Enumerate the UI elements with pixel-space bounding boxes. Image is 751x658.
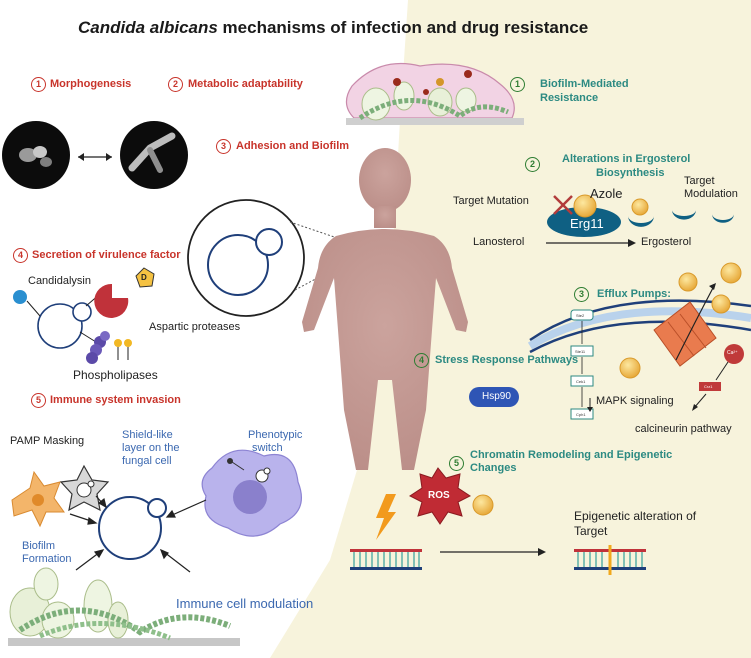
cascade-cph1: Cph1 [576, 412, 586, 417]
morphogenesis-switch-arrow [78, 153, 112, 161]
hsp90-label: Hsp90 [482, 391, 511, 402]
virulence-yeast-cell [26, 293, 101, 349]
target-modulation-enzymes [628, 198, 734, 227]
adhesion-biofilm-label: Adhesion and Biofilm [236, 140, 350, 152]
morphogenesis-yeast-image [2, 121, 70, 189]
infection-number-1: 1 [31, 77, 46, 92]
phospholipases-label: Phospholipases [73, 368, 158, 382]
dna-after [574, 545, 646, 575]
morphogenesis-hyphae-image [120, 121, 188, 189]
infection-number-2: 2 [168, 77, 183, 92]
biofilm-formation-line-1: Biofilm [22, 540, 56, 552]
target-mutation-label: Target Mutation [453, 195, 529, 207]
efflux-pump [653, 283, 717, 367]
d-badge-label: D [141, 273, 147, 282]
resistance-number-3: 3 [574, 287, 589, 302]
ergosterol-label: Ergosterol [641, 236, 692, 248]
immune-cell-modulation-label: Immune cell modulation [176, 596, 314, 611]
resistance-number-2: 2 [525, 157, 540, 172]
shield-label-line-2: layer on the [122, 442, 180, 454]
candidalysin-molecule [13, 290, 27, 304]
epigenetic-azole-ball [472, 494, 494, 516]
cascade-cek1: Cek1 [576, 379, 586, 384]
biofilm-resistance-line-1: Biofilm-Mediated [540, 78, 629, 90]
shield-star-cell [59, 464, 110, 512]
target-modulation-line-1: Target [684, 175, 715, 187]
phenotypic-label-line-2: switch [252, 442, 283, 454]
azole-label: Azole [590, 186, 623, 201]
immune-arrows [69, 495, 207, 573]
infection-number-5: 5 [31, 393, 46, 408]
stress-response-label: Stress Response Pathways [435, 354, 579, 366]
epigenetic-alteration-line-2: Target [574, 524, 608, 538]
calcium-ion [715, 344, 744, 381]
chromatin-remodeling-line-2: Changes [470, 462, 517, 474]
ros-burst [409, 467, 471, 525]
figure-title: Candida albicans mechanisms of infection… [78, 18, 589, 37]
ergosterol-alteration-line-2: Biosynthesis [596, 167, 665, 179]
ergosterol-alteration-line-1: Alterations in Ergosterol [562, 153, 691, 165]
pamp-masking-label: PAMP Masking [10, 435, 85, 447]
immune-center-yeast [98, 496, 167, 560]
human-body-silhouette [302, 148, 468, 470]
biofilm-formation-line-2: Formation [22, 553, 72, 565]
phenotypic-switch-cell [201, 449, 302, 537]
efflux-azole-balls [619, 262, 742, 379]
resistance-number-5: 5 [449, 456, 464, 471]
infection-number-3: 3 [216, 139, 231, 154]
immune-invasion-label: Immune system invasion [50, 394, 181, 406]
calcium-label: Ca²⁺ [727, 350, 738, 356]
morphogenesis-label: Morphogenesis [50, 78, 132, 90]
efflux-pumps-label: Efflux Pumps: [597, 288, 671, 300]
macrophage-cell [11, 470, 65, 528]
erg11-label: Erg11 [570, 216, 604, 231]
phospholipase-chain [86, 331, 132, 364]
mapk-signaling-label: MAPK signaling [596, 395, 674, 407]
erg11-enzyme [547, 207, 621, 237]
crz1-label: Crz1 [704, 384, 713, 389]
chromatin-remodeling-line-1: Chromatin Remodeling and Epigenetic [470, 449, 673, 461]
cascade-ste11: Ste11 [575, 349, 586, 354]
left-biofilm [8, 567, 240, 646]
target-mutation-cross [553, 195, 573, 215]
lightning-bolt [376, 494, 396, 540]
calcineurin-pathway-label: calcineurin pathway [635, 423, 732, 435]
candidalysin-label: Candidalysin [28, 275, 91, 287]
shield-label-line-1: Shield-like [122, 429, 173, 441]
epigenetic-alteration-line-1: Epigenetic alteration of [574, 509, 697, 523]
mapk-cascade [570, 309, 594, 420]
shield-label-line-3: fungal cell [122, 455, 172, 467]
d-badge [135, 267, 155, 288]
azole-ball [573, 194, 597, 218]
target-modulation-line-2: Modulation [684, 188, 738, 200]
aspartic-protease-pacman [94, 283, 129, 318]
resistance-number-1: 1 [510, 77, 525, 92]
infection-number-4: 4 [13, 248, 28, 263]
crz1-box [692, 382, 721, 411]
lanosterol-label: Lanosterol [473, 236, 525, 248]
resistance-number-4: 4 [414, 353, 429, 368]
resistance-biofilm [345, 62, 524, 125]
resistance-panel-background [270, 0, 751, 658]
ros-label: ROS [428, 490, 450, 501]
hsp90-pill [469, 387, 519, 407]
phenotypic-label-line-1: Phenotypic [248, 429, 303, 441]
dna-before [350, 549, 422, 570]
biofilm-resistance-line-2: Resistance [540, 92, 599, 104]
cascade-ste2: Ste2 [576, 313, 585, 318]
aspartic-proteases-label: Aspartic proteases [149, 321, 241, 333]
metabolic-adaptability-label: Metabolic adaptability [188, 78, 303, 90]
epigenetic-arrow [440, 548, 546, 556]
lanosterol-arrow [546, 239, 636, 247]
yeast-cell-zoom [187, 199, 353, 317]
virulence-factor-label: Secretion of virulence factor [32, 249, 181, 261]
